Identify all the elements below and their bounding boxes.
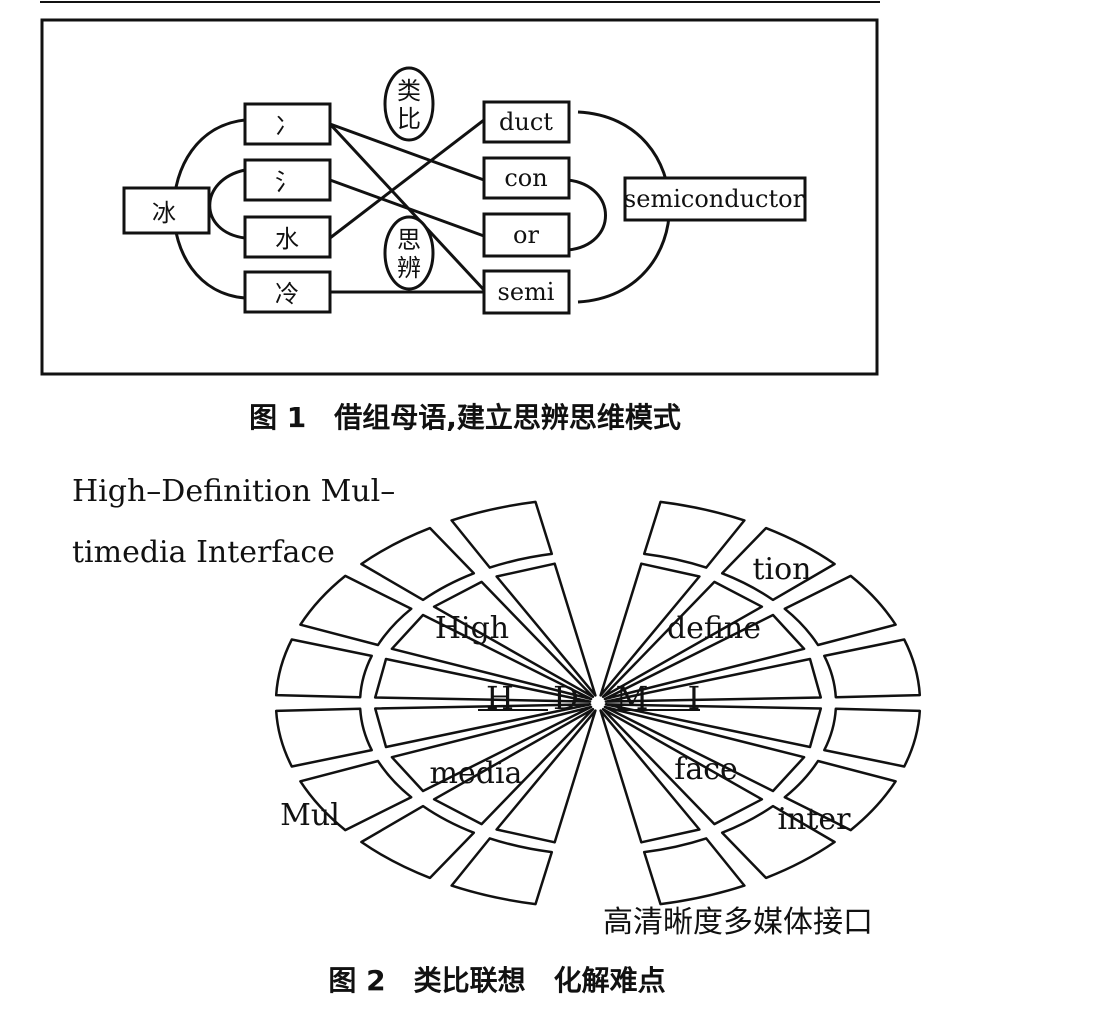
inner-wedge-left-8 <box>495 709 597 844</box>
result-label: semiconductor <box>624 185 805 213</box>
inner-wedge-right-5 <box>604 657 823 703</box>
inner-wedge-right-8 <box>599 562 701 697</box>
oval-reasoning <box>383 215 435 291</box>
radical-label-3: 水 <box>275 225 299 253</box>
bracket-right-inner <box>567 178 607 252</box>
outer-segment-left-1 <box>450 500 554 569</box>
part-box-semi <box>482 269 571 315</box>
link-3 <box>329 178 485 238</box>
inner-wedge-right-4 <box>604 703 823 749</box>
oval-reasoning-top: 思 <box>397 226 421 254</box>
word-tion: tion <box>752 552 811 587</box>
radical-label-1: 冫 <box>275 112 299 140</box>
word-inter: inter <box>777 802 851 837</box>
word-define: define <box>667 611 761 646</box>
inner-wedge-left-3 <box>390 613 593 701</box>
part-label-or: or <box>513 221 539 249</box>
inner-wedge-right-6 <box>603 613 806 701</box>
full-name-line1: High–Definition Mul– <box>72 474 395 509</box>
link-4 <box>329 118 485 240</box>
full-name-line2: timedia Interface <box>72 535 335 570</box>
inner-wedge-right-2 <box>601 707 764 826</box>
figure2: High–Definition Mul– timedia Interface H… <box>72 474 922 940</box>
letter-i: I <box>688 679 701 717</box>
outer-segment-left-5 <box>274 707 373 768</box>
outer-segment-right-7 <box>720 526 836 602</box>
inner-wedge-left-6 <box>390 705 593 793</box>
ice-label: 冰 <box>152 199 176 227</box>
oval-analogy-bottom: 比 <box>397 105 421 133</box>
outer-segment-right-2 <box>720 804 836 880</box>
outer-segment-left-4 <box>274 638 373 699</box>
radical-box-3 <box>243 215 332 259</box>
letter-d: D <box>553 679 579 717</box>
ice-box <box>122 186 211 235</box>
radical-label-4: 冷 <box>275 280 299 308</box>
outer-segment-right-5 <box>823 638 922 699</box>
inner-wedge-left-1 <box>495 562 597 697</box>
word-face: face <box>674 752 738 787</box>
inner-wedge-right-1 <box>599 709 701 844</box>
radical-box-4 <box>243 270 332 314</box>
part-box-or <box>482 212 571 258</box>
inner-wedge-left-4 <box>373 657 592 703</box>
outer-segment-right-1 <box>642 837 746 906</box>
inner-wedge-right-7 <box>601 580 764 699</box>
inner-wedge-left-7 <box>432 707 595 826</box>
radical-box-2 <box>243 158 332 202</box>
part-box-duct <box>482 100 571 144</box>
radical-label-2: 氵 <box>275 168 299 196</box>
figure1-caption: 图 1 借组母语,建立思辨思维模式 <box>249 401 681 434</box>
outer-segment-right-8 <box>642 500 746 569</box>
inner-wedge-left-2 <box>432 580 595 699</box>
result-box <box>623 176 807 222</box>
inner-wedge-left-5 <box>373 703 592 749</box>
figure1: 冰 冫 氵 水 冷 duct con or semi semiconductor… <box>40 18 879 376</box>
outer-segment-left-6 <box>299 759 413 832</box>
inner-wedge-right-3 <box>603 705 806 793</box>
link-1 <box>329 122 485 182</box>
oval-analogy-top: 类 <box>397 77 421 105</box>
word-media: media <box>430 756 523 791</box>
oval-analogy <box>383 66 435 142</box>
chinese-name: 高清晰度多媒体接口 <box>603 905 873 940</box>
letter-h: H <box>486 679 514 717</box>
word-high: High <box>435 611 509 646</box>
radical-box-1 <box>243 102 332 146</box>
outer-segment-right-4 <box>823 707 922 768</box>
letter-m: M <box>616 679 649 717</box>
figure2-caption: 图 2 类比联想 化解难点 <box>328 964 665 997</box>
part-box-con <box>482 156 571 200</box>
outer-segment-left-8 <box>450 837 554 906</box>
outer-segment-right-3 <box>783 759 897 832</box>
outer-segment-left-2 <box>360 526 476 602</box>
outer-segment-left-7 <box>360 804 476 880</box>
outer-segment-left-3 <box>299 574 413 647</box>
word-mul: Mul <box>280 798 340 833</box>
part-label-semi: semi <box>498 278 555 306</box>
part-label-duct: duct <box>499 108 553 136</box>
oval-reasoning-bottom: 辨 <box>397 254 421 282</box>
outer-segment-right-6 <box>783 574 897 647</box>
wedge-ring <box>274 500 922 906</box>
part-label-con: con <box>504 164 547 192</box>
